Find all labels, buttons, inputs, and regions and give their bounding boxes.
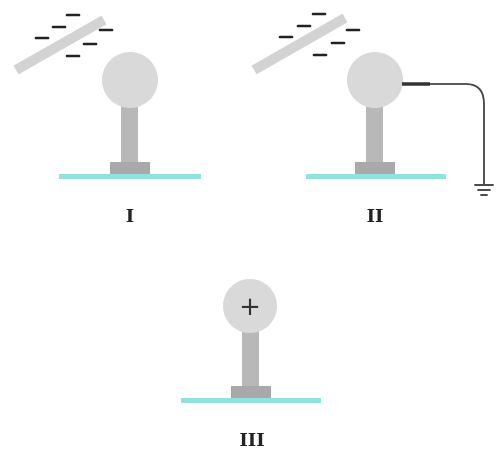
panel-2: II	[251, 12, 494, 227]
insulating-stand	[366, 106, 383, 164]
rod-negative-charges	[278, 12, 361, 57]
stand-base	[355, 162, 395, 174]
panel-label-3: III	[239, 430, 264, 451]
positive-charge-sign: +	[239, 292, 261, 322]
panel-3: + III	[181, 279, 321, 451]
charged-rod	[13, 15, 107, 75]
stand-base	[110, 162, 150, 174]
panel-1: I	[13, 13, 201, 227]
insulating-stand	[242, 330, 259, 388]
insulating-stand	[121, 106, 138, 164]
panel-label-1: I	[126, 206, 134, 227]
charged-rod	[251, 13, 348, 75]
metal-sphere	[223, 279, 277, 333]
metal-sphere	[102, 52, 158, 108]
ground-wire	[430, 83, 485, 184]
table-surface	[59, 174, 201, 179]
ground-symbol-icon	[474, 184, 494, 196]
stand-base	[231, 386, 271, 398]
metal-sphere	[347, 52, 403, 108]
table-surface	[306, 174, 446, 179]
panel-label-2: II	[367, 206, 384, 227]
table-surface	[181, 398, 321, 403]
rod-negative-charges	[34, 13, 114, 58]
